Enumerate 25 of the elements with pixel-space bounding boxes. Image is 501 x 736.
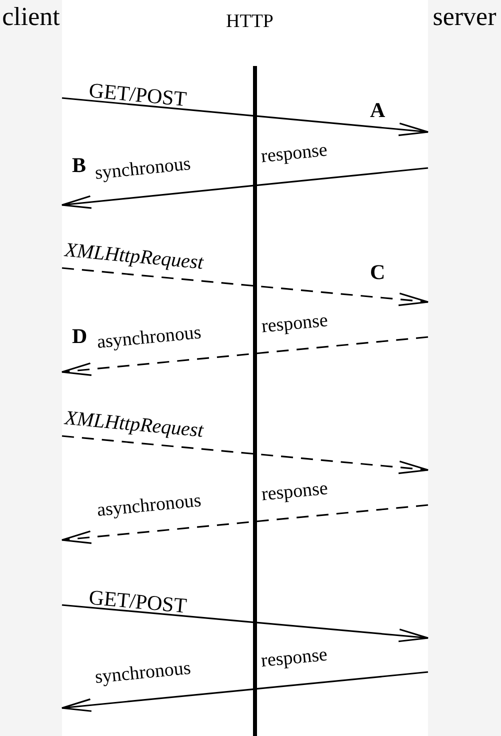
edge-label: XMLHttpRequest xyxy=(64,240,204,273)
edge-label: synchronous response xyxy=(94,140,328,183)
participant-lane xyxy=(0,0,62,736)
edge-label: asynchronous response xyxy=(96,311,329,352)
arrow xyxy=(62,604,429,642)
arrow xyxy=(61,671,428,712)
edge-label: asynchronous response xyxy=(96,479,329,520)
edge-label: GET/POST xyxy=(88,587,188,617)
step-letter: B xyxy=(72,155,86,176)
arrow xyxy=(62,267,429,306)
participant-label: server xyxy=(432,4,498,30)
arrow xyxy=(61,167,428,209)
arrow xyxy=(61,336,428,376)
participant-lane xyxy=(428,0,501,736)
step-letter: A xyxy=(370,100,386,121)
arrow xyxy=(61,504,428,544)
arrow xyxy=(62,435,429,474)
edge-label: GET/POST xyxy=(88,80,188,110)
protocol-label: HTTP xyxy=(226,12,274,31)
edge-label: XMLHttpRequest xyxy=(64,408,204,441)
arrow xyxy=(62,97,429,136)
step-letter: C xyxy=(370,262,386,283)
step-letter: D xyxy=(72,326,88,347)
participant-label: client xyxy=(1,4,61,30)
edge-label: synchronous response xyxy=(94,645,328,687)
